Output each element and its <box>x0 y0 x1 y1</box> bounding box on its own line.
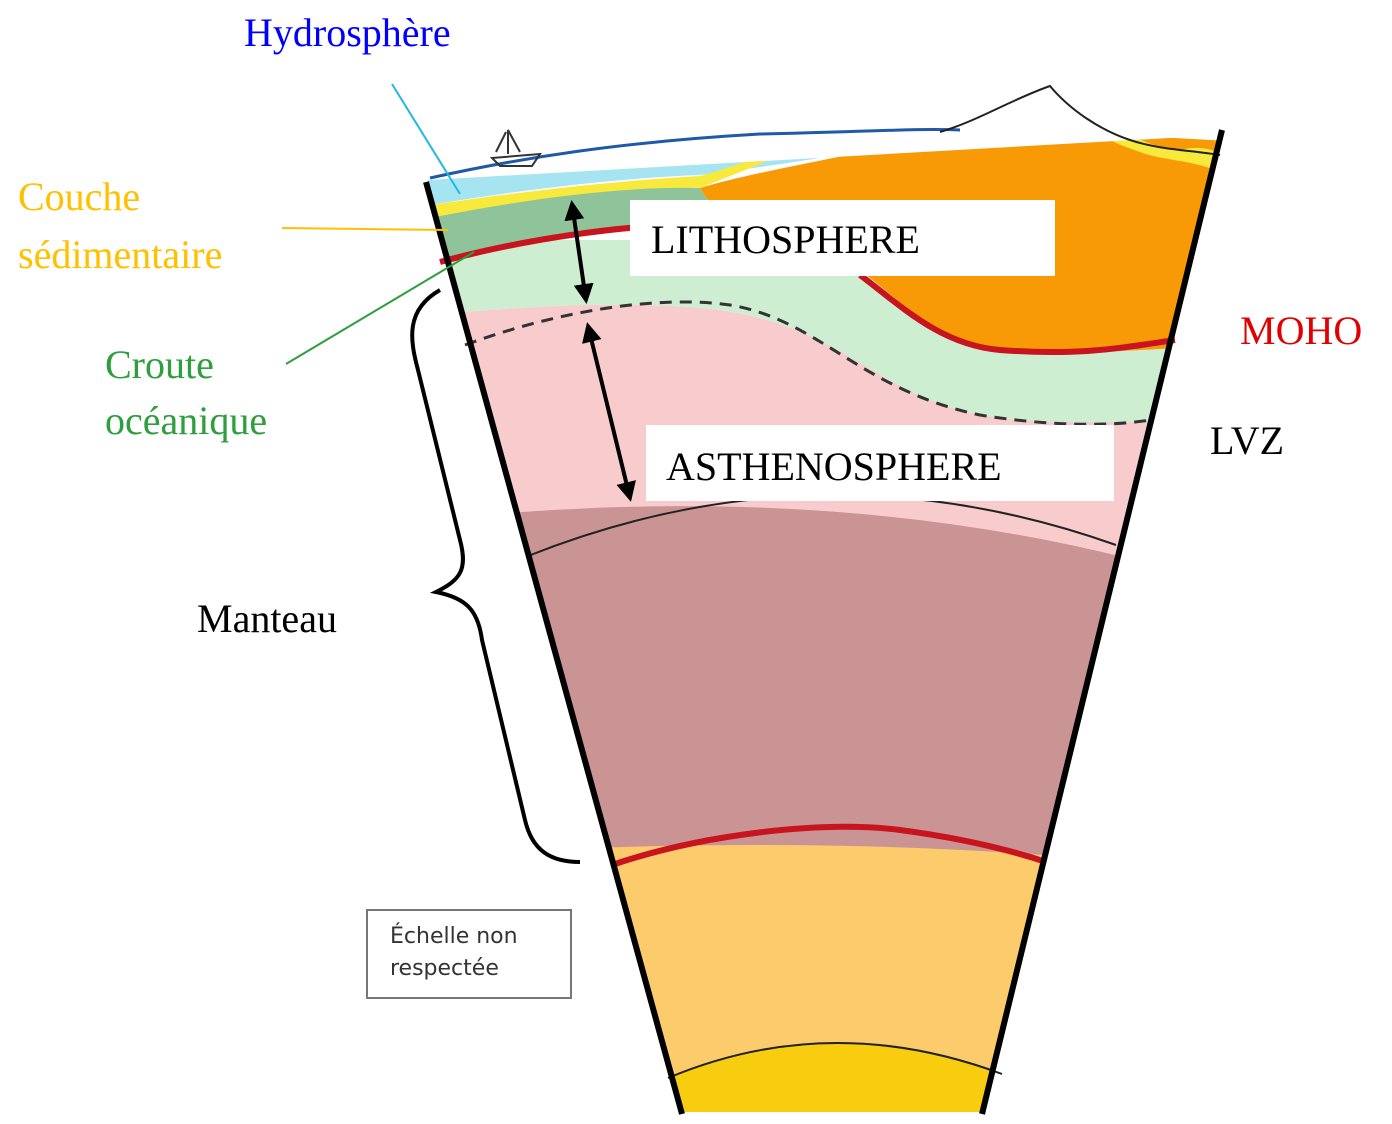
couche-pointer <box>282 228 448 230</box>
moho-label: MOHO <box>1240 302 1362 360</box>
croute-label-line2: océanique <box>105 392 267 450</box>
croute-label-line1: Croute <box>105 336 214 394</box>
scale-note-box: Échelle non respectée <box>366 909 572 999</box>
couche-label-line1: Couche <box>18 168 140 226</box>
lower-mantle <box>0 484 1392 900</box>
couche-label-line2: sédimentaire <box>18 226 222 284</box>
asthenosphere-text: ASTHENOSPHERE <box>666 444 1002 489</box>
lithosphere-label: LITHOSPHERE <box>630 200 1055 276</box>
hydrosphere-pointer <box>392 84 460 194</box>
lvz-label: LVZ <box>1210 412 1284 470</box>
hydrosphere-label: Hydrosphère <box>244 4 451 62</box>
scale-note-line1: Échelle non <box>390 921 570 953</box>
lithosphere-text: LITHOSPHERE <box>651 217 920 262</box>
asthenosphere-label: ASTHENOSPHERE <box>646 425 1114 501</box>
croute-pointer <box>286 252 474 364</box>
manteau-label: Manteau <box>197 590 337 648</box>
scale-note-line2: respectée <box>390 953 570 985</box>
